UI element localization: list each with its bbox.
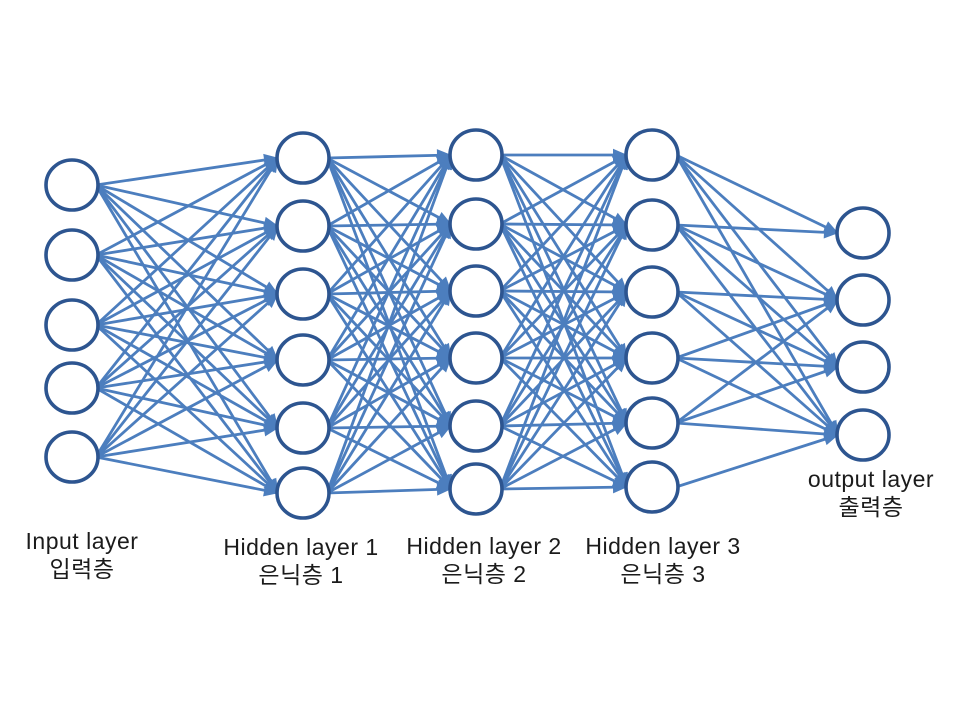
connection-arrow-input-4-hidden1-5 (95, 455, 279, 497)
neuron-node-input-3 (44, 298, 100, 352)
connection-arrow-hidden2-3-hidden3-0 (498, 154, 629, 359)
connection-arrow-hidden1-5-hidden2-1 (325, 223, 453, 494)
connection-arrow-input-4-hidden1-1 (94, 225, 280, 458)
connection-arrow-hidden1-0-hidden2-0 (326, 149, 452, 162)
connection-arrow-hidden1-5-hidden2-3 (325, 357, 453, 494)
layer-hidden2 (448, 128, 504, 516)
neuron-node-hidden3-3 (624, 265, 680, 319)
connection-arrow-input-4-hidden1-2 (95, 292, 279, 459)
layer-label-en: Hidden layer 2 (406, 533, 562, 559)
neuron-node-hidden1-5 (275, 401, 331, 455)
connection-arrow-hidden2-5-hidden3-1 (498, 224, 629, 490)
connection-arrow-input-4-hidden1-3 (95, 358, 279, 459)
layer-label-en: Hidden layer 1 (223, 534, 379, 560)
neuron-node-hidden3-1 (624, 128, 680, 182)
connection-arrow-hidden2-5-hidden3-3 (498, 357, 629, 490)
connection-arrow-hidden1-3-hidden2-0 (325, 154, 453, 361)
layer-label-hidden1: Hidden layer 1 은닉층 1 (223, 533, 378, 589)
neuron-node-input-5 (44, 430, 100, 484)
connection-arrow-hidden1-5-hidden2-2 (325, 290, 453, 494)
neuron-node-hidden2-5 (448, 399, 504, 453)
layer-output (835, 206, 891, 462)
layer-hidden3 (624, 128, 680, 514)
connection-arrow-hidden3-0-output-0 (675, 153, 839, 235)
connection-arrow-hidden3-2-output-3 (675, 290, 839, 437)
connection-arrow-input-4-hidden1-0 (94, 157, 280, 458)
connection-arrow-hidden3-0-output-1 (675, 153, 839, 302)
neuron-node-output-3 (835, 340, 891, 394)
layer-hidden1 (275, 131, 331, 520)
connection-arrow-hidden3-0-output-2 (674, 154, 840, 368)
connection-arrow-input-2-hidden1-0 (95, 156, 279, 327)
connection-arrow-hidden1-5-hidden2-5 (326, 483, 452, 496)
layer-label-ko: 은닉층 3 (620, 561, 706, 587)
neuron-node-hidden2-2 (448, 197, 504, 251)
connection-arrow-hidden1-1-hidden2-0 (326, 153, 452, 228)
connection-arrow-hidden2-5-hidden3-5 (499, 481, 628, 494)
connection-arrow-hidden1-4-hidden2-0 (325, 154, 453, 429)
neuron-node-hidden2-1 (448, 128, 504, 182)
neuron-node-hidden2-6 (448, 462, 504, 516)
layer-label-ko: 은닉층 2 (441, 561, 527, 587)
connection-arrow-hidden1-5-hidden2-4 (326, 424, 452, 495)
neuron-node-hidden1-3 (275, 267, 331, 321)
layer-input (44, 158, 100, 484)
connection-arrow-hidden3-3-output-3 (675, 356, 839, 437)
connection-layer (94, 148, 840, 497)
connection-arrow-hidden2-4-hidden3-0 (498, 154, 629, 427)
connection-arrow-hidden2-5-hidden3-4 (499, 421, 628, 491)
connection-arrow-hidden3-1-output-3 (674, 224, 840, 436)
neuron-node-hidden1-4 (275, 333, 331, 387)
connection-arrow-input-3-hidden1-0 (94, 157, 280, 389)
connection-arrow-hidden1-5-hidden2-0 (325, 154, 453, 494)
neuron-node-hidden3-6 (624, 460, 680, 514)
connection-arrow-hidden1-2-hidden2-0 (325, 154, 453, 295)
layer-label-output: output layer 출력층 (808, 465, 934, 521)
connection-arrow-hidden3-0-output-3 (674, 154, 840, 436)
neuron-node-hidden1-1 (275, 131, 331, 185)
connection-arrow-hidden3-5-output-3 (675, 433, 839, 489)
connection-arrow-hidden2-2-hidden3-0 (498, 154, 629, 292)
connection-arrow-input-0-hidden1-0 (95, 153, 279, 187)
neuron-node-hidden3-4 (624, 331, 680, 385)
connection-arrow-hidden2-1-hidden3-0 (499, 153, 628, 226)
neuron-node-hidden1-2 (275, 199, 331, 253)
neuron-node-hidden2-4 (448, 331, 504, 385)
neuron-node-hidden1-6 (275, 466, 331, 520)
layer-label-ko: 출력층 (838, 494, 904, 520)
layer-label-en: Hidden layer 3 (585, 533, 741, 559)
neuron-node-input-4 (44, 361, 100, 415)
neuron-node-output-2 (835, 273, 891, 327)
connection-arrow-input-4-hidden1-4 (95, 424, 279, 459)
layer-label-en: Input layer (25, 528, 139, 554)
neuron-node-input-2 (44, 228, 100, 282)
neuron-node-input-1 (44, 158, 100, 212)
neuron-node-output-4 (835, 408, 891, 462)
layer-label-input: Input layer 입력층 (26, 527, 139, 583)
neuron-node-hidden3-5 (624, 396, 680, 450)
connection-arrow-input-0-hidden1-5 (94, 184, 280, 494)
layer-label-en: output layer (807, 466, 935, 492)
layer-label-ko: 입력층 (49, 556, 115, 582)
connection-arrow-input-2-hidden1-1 (95, 224, 279, 327)
layer-label-hidden3: Hidden layer 3 은닉층 3 (585, 532, 740, 588)
neuron-node-hidden3-2 (624, 198, 680, 252)
layer-label-ko: 은닉층 1 (258, 562, 344, 588)
neuron-node-hidden2-3 (448, 264, 504, 318)
layer-label-hidden2: Hidden layer 2 은닉층 2 (406, 532, 561, 588)
connection-arrow-hidden3-4-output-3 (675, 421, 839, 441)
neuron-node-output-1 (835, 206, 891, 260)
connection-arrow-input-1-hidden1-0 (95, 156, 279, 257)
connection-arrow-hidden2-5-hidden3-2 (498, 291, 629, 490)
connection-arrow-hidden2-5-hidden3-0 (498, 154, 629, 490)
